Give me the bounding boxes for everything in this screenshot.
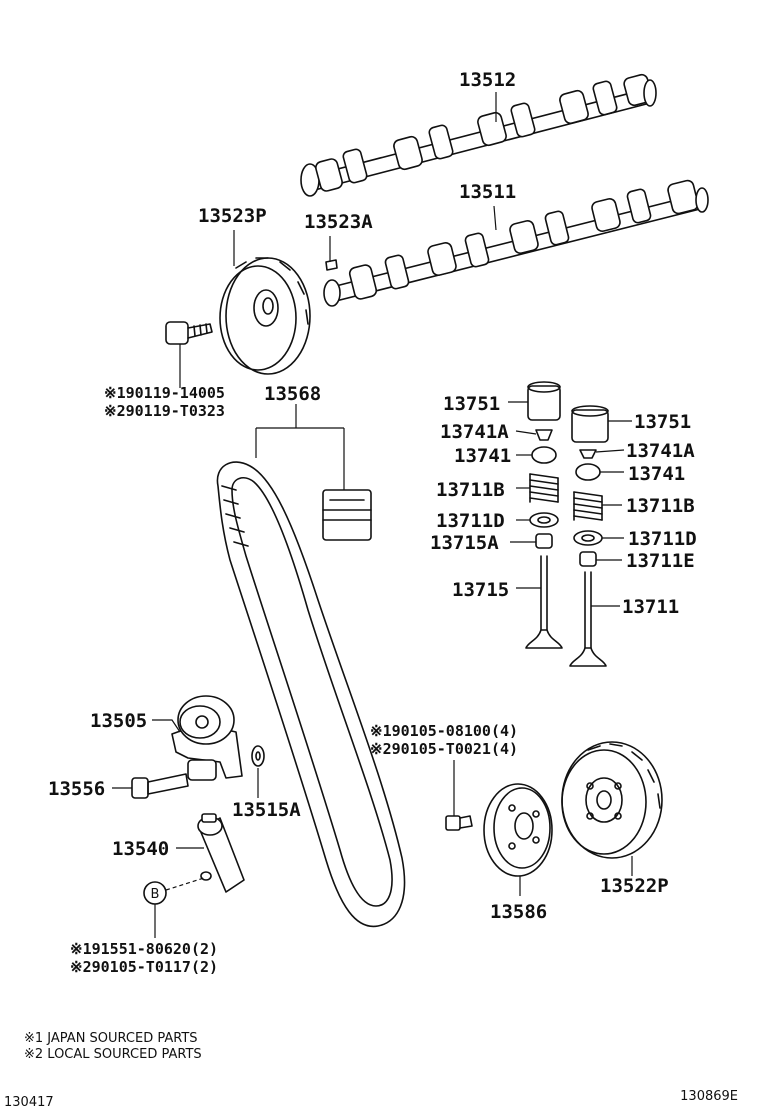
label-13512: 13512 (459, 69, 516, 91)
spring-seat-13711d-left[interactable] (529, 512, 559, 528)
exhaust-valve-13711[interactable] (569, 571, 607, 667)
label-13741a-left: 13741A (440, 421, 509, 443)
label-13751-left: 13751 (443, 393, 500, 415)
label-13523a: 13523A (304, 211, 373, 233)
label-13715a: 13715A (430, 532, 499, 554)
code-left: 130417 (4, 1095, 54, 1110)
label-13540: 13540 (112, 838, 169, 860)
label-13511: 13511 (459, 181, 516, 203)
label-13741a-right: 13741A (626, 440, 695, 462)
intake-valve-13715[interactable] (525, 555, 563, 649)
valve-lifter-13751-right[interactable] (571, 405, 609, 443)
belt-section-inset (322, 489, 372, 541)
idler-bolt-13556[interactable] (131, 773, 189, 799)
valve-seal-13715a[interactable] (535, 533, 553, 549)
ref-pulley-bolt-1: ※190105-08100(4) (370, 722, 518, 740)
label-13711d-right: 13711D (628, 528, 697, 550)
key-13523a[interactable] (325, 259, 338, 271)
label-13711b-right: 13711B (626, 495, 695, 517)
label-13711e: 13711E (626, 550, 695, 572)
label-13586: 13586 (490, 901, 547, 923)
valve-keeper-13741a-right[interactable] (579, 449, 597, 459)
timing-belt-13568[interactable] (216, 461, 406, 928)
label-13505: 13505 (90, 710, 147, 732)
camshaft-13512[interactable] (300, 73, 657, 197)
label-13715: 13715 (452, 579, 509, 601)
callout-b-label: B (151, 887, 160, 902)
label-13711: 13711 (622, 596, 679, 618)
valve-seal-13711e[interactable] (579, 551, 597, 567)
camshaft-13511[interactable] (323, 179, 709, 307)
label-13741-right: 13741 (628, 463, 685, 485)
label-13523p: 13523P (198, 205, 267, 227)
label-13515a: 13515A (232, 799, 301, 821)
label-13711d-left: 13711D (436, 510, 505, 532)
note-japan-sourced: ※1 JAPAN SOURCED PARTS (24, 1031, 198, 1046)
crankshaft-pulley-13586[interactable] (483, 783, 553, 877)
valve-spring-13711b-left[interactable] (529, 473, 559, 503)
crankshaft-timing-pulley-13522p[interactable] (561, 741, 663, 859)
cam-pulley-bolt[interactable] (165, 321, 213, 345)
valve-spring-13711b-right[interactable] (573, 491, 603, 521)
label-13751-right: 13751 (634, 411, 691, 433)
label-13556: 13556 (48, 778, 105, 800)
valve-lifter-13751-left[interactable] (527, 381, 561, 421)
ref-cam-bolt-1: ※190119-14005 (104, 384, 225, 402)
ref-cam-bolt-2: ※290119-T0323 (104, 402, 225, 420)
note-local-sourced: ※2 LOCAL SOURCED PARTS (24, 1047, 202, 1062)
label-13741-left: 13741 (454, 445, 511, 467)
ref-pulley-bolt-2: ※290105-T0021(4) (370, 740, 518, 758)
valve-keeper-13741a-left[interactable] (535, 429, 553, 441)
spring-retainer-13741-left[interactable] (531, 446, 557, 464)
washer-13515a[interactable] (251, 745, 265, 767)
camshaft-pulley-13523p[interactable] (219, 257, 311, 375)
ref-tensioner-bolt-1: ※191551-80620(2) (70, 940, 218, 958)
label-13711b-left: 13711B (436, 479, 505, 501)
tensioner-13540[interactable] (197, 813, 245, 893)
ref-tensioner-bolt-2: ※290105-T0117(2) (70, 958, 218, 976)
spring-retainer-13741-right[interactable] (575, 463, 601, 481)
idler-pulley-13505[interactable] (171, 695, 243, 781)
label-13568: 13568 (264, 383, 321, 405)
label-13522p: 13522P (600, 875, 669, 897)
callout-b: B (143, 881, 167, 905)
crank-pulley-bolt[interactable] (445, 815, 473, 831)
spring-seat-13711d-right[interactable] (573, 530, 603, 546)
code-right: 130869E (680, 1089, 738, 1104)
